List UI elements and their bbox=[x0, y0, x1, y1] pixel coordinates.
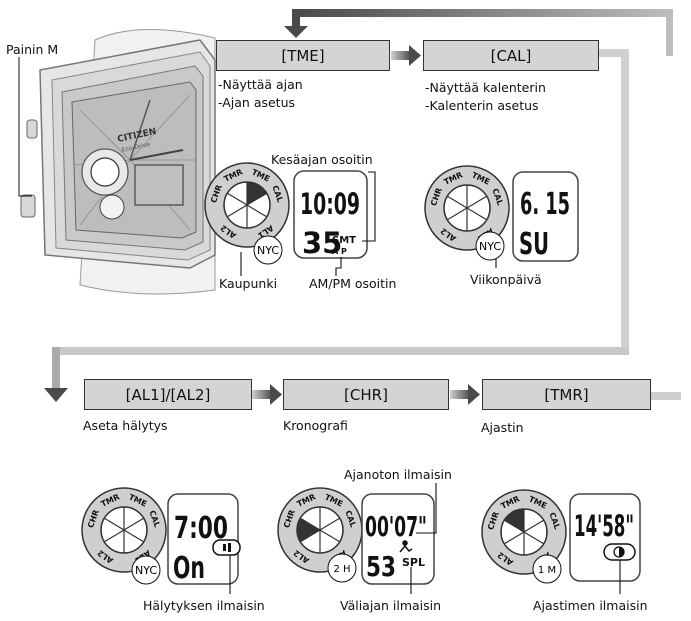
arrow-al-to-chr bbox=[252, 384, 282, 405]
tmr-subdial-readout: 1 M bbox=[538, 565, 556, 576]
alarm-indicator-icon bbox=[212, 539, 241, 556]
tme-seconds-readout: 35 bbox=[302, 226, 342, 260]
mode-label-al: [AL1]/[AL2] bbox=[125, 385, 211, 404]
al-city-readout: NYC bbox=[135, 564, 157, 577]
chr-lcd-frame bbox=[361, 493, 435, 585]
tme-lcd-frame bbox=[293, 170, 368, 259]
tme-ampm-indicator: A P bbox=[332, 247, 347, 256]
mode-box-cal: [CAL] bbox=[423, 40, 599, 71]
chr-mode-dial bbox=[277, 487, 363, 573]
tme-city-readout: NYC bbox=[257, 244, 279, 257]
city-label: Kaupunki bbox=[219, 276, 278, 291]
mode-box-tmr: [TMR] bbox=[482, 379, 651, 410]
cal-city-readout: NYC bbox=[479, 240, 501, 253]
split-indicator-label: Väliajan ilmaisin bbox=[340, 598, 442, 613]
arrow-tme-to-cal bbox=[391, 45, 421, 66]
alarm-indicator-label: Hälytyksen ilmaisin bbox=[143, 598, 265, 613]
chr-caption: Kronografi bbox=[283, 418, 348, 433]
cal-mode-dial bbox=[424, 165, 510, 251]
timer-indicator-icon bbox=[603, 543, 636, 561]
flow-line-tmr-right bbox=[651, 392, 681, 400]
mode-label-cal: [CAL] bbox=[490, 46, 532, 65]
tmr-time-readout: 14'58" bbox=[574, 509, 634, 543]
tmr-caption: Ajastin bbox=[481, 420, 524, 435]
mode-box-chr: [CHR] bbox=[283, 379, 449, 410]
button-m-label: Painin M bbox=[6, 42, 59, 57]
chr-subdial-readout: 2 H bbox=[333, 564, 350, 575]
dst-indicator-label: Kesäajan osoitin bbox=[271, 152, 373, 167]
timing-indicator-label: Ajanoton ilmaisin bbox=[344, 467, 452, 482]
tme-note-2: -Ajan asetus bbox=[218, 95, 296, 110]
mode-box-tme: [TME] bbox=[216, 40, 390, 71]
chr-hundredths-readout: 53 bbox=[366, 550, 396, 583]
mode-label-tme: [TME] bbox=[281, 46, 325, 65]
lcd-readouts: 10:09 35 SMT A P 6. 15 SU 7:00 On 00'07"… bbox=[173, 187, 634, 586]
al-lcd-frame bbox=[167, 493, 239, 585]
cal-weekday-readout: SU bbox=[519, 227, 549, 262]
tme-time-readout: 10:09 bbox=[300, 187, 360, 221]
return-flow-arrow bbox=[284, 9, 673, 56]
cal-lcd-frame bbox=[512, 171, 579, 262]
arrow-chr-to-tmr bbox=[450, 384, 480, 405]
cal-note-2: -Kalenterin asetus bbox=[425, 98, 539, 113]
timer-indicator-label: Ajastimen ilmaisin bbox=[533, 598, 648, 613]
mode-label-chr: [CHR] bbox=[344, 385, 388, 404]
cal-note-1: -Näyttää kalenterin bbox=[425, 80, 546, 95]
city-subdials: NYC NYC NYC 2 H 1 M bbox=[131, 231, 562, 585]
chrono-running-icon bbox=[399, 540, 413, 553]
mode-box-al: [AL1]/[AL2] bbox=[84, 379, 252, 410]
cal-date-readout: 6. 15 bbox=[520, 187, 570, 222]
ampm-indicator-label: AM/PM osoitin bbox=[309, 276, 397, 291]
tme-notes: -Näyttää ajan -Ajan asetus bbox=[218, 76, 303, 112]
tme-note-1: -Näyttää ajan bbox=[218, 77, 303, 92]
al-caption: Aseta hälytys bbox=[83, 418, 168, 433]
cal-notes: -Näyttää kalenterin -Kalenterin asetus bbox=[425, 79, 546, 115]
al-state-readout: On bbox=[173, 551, 205, 586]
tmr-mode-dial bbox=[481, 489, 567, 575]
tme-smt-indicator: SMT bbox=[332, 235, 356, 246]
chr-split-indicator: SPL bbox=[402, 556, 425, 569]
tme-mode-dial bbox=[204, 162, 290, 248]
al-mode-dial bbox=[81, 487, 167, 573]
weekday-label: Viikonpäivä bbox=[470, 272, 542, 287]
mode-label-tmr: [TMR] bbox=[544, 385, 589, 404]
indicator-leader-lines bbox=[229, 171, 621, 594]
chr-time-readout: 00'07" bbox=[365, 510, 427, 543]
watch-illustration bbox=[20, 29, 216, 295]
button-leader-line bbox=[18, 57, 32, 197]
flow-line-cal-to-tmr bbox=[44, 49, 629, 402]
